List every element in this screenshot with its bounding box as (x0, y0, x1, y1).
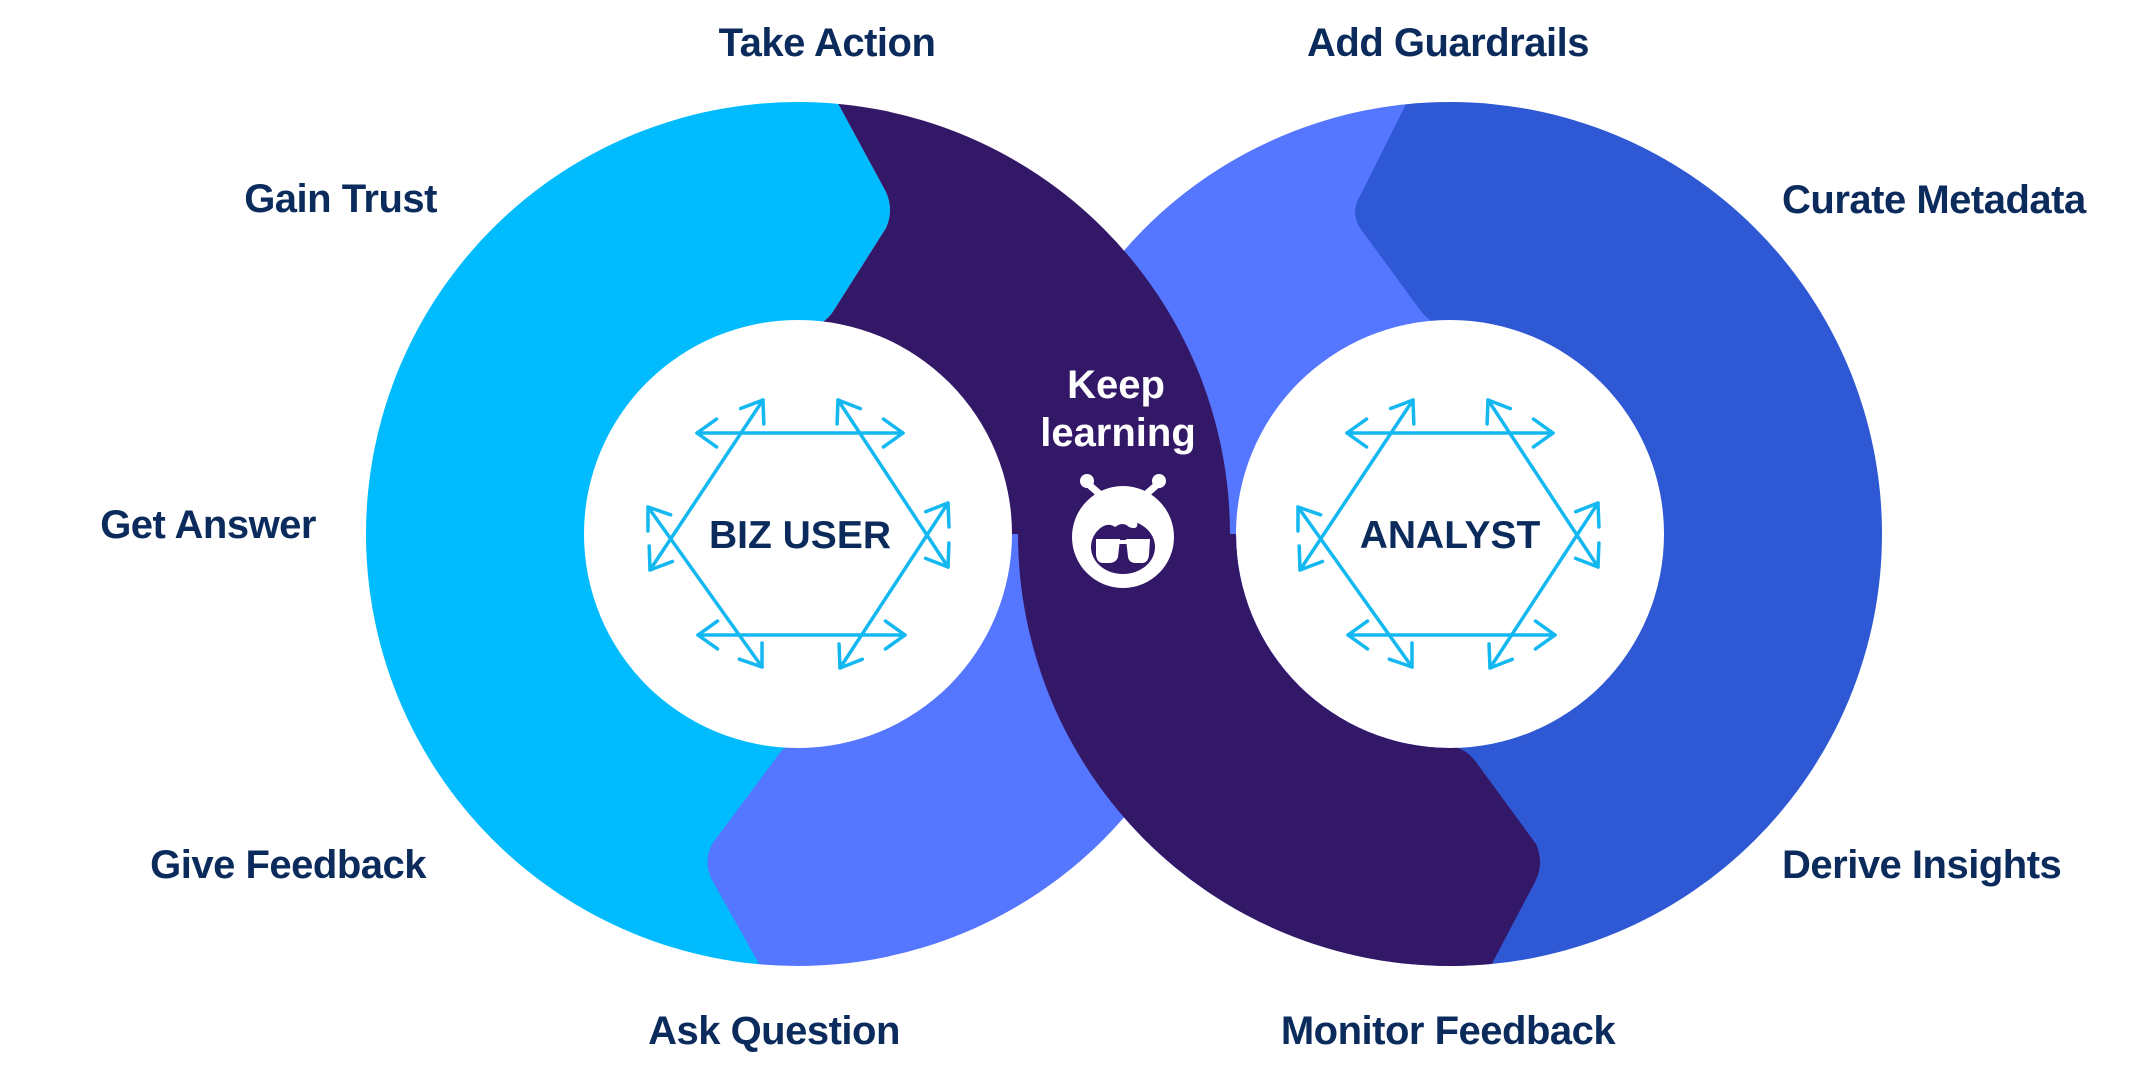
hexagon-arrowhead-icon (1346, 619, 1370, 651)
hexagon-arrow-shaft (838, 501, 950, 670)
hexagon-arrowhead-icon (1345, 417, 1369, 449)
hexagon-arrow-shaft (836, 398, 950, 569)
hexagon-arrowhead-icon (1387, 641, 1414, 669)
hexagon-arrowhead-icon (1297, 544, 1325, 572)
step-curate-metadata: Curate Metadata (1782, 178, 2087, 222)
hexagon-arrowhead-icon (923, 541, 951, 569)
hexagon-arrowhead-icon (1388, 398, 1416, 426)
analyst-label: ANALYST (1360, 514, 1541, 557)
step-monitor-feedback: Monitor Feedback (1281, 1009, 1617, 1053)
analyst-hexagon-arrows-icon (1296, 398, 1601, 670)
step-add-guardrails: Add Guardrails (1307, 21, 1589, 65)
biz-user-hexagon-arrows-icon (646, 398, 951, 670)
hexagon-arrowhead-icon (1531, 417, 1555, 449)
biz-user-label: BIZ USER (709, 514, 891, 557)
hexagon-arrowhead-icon (883, 619, 907, 651)
hexagon-arrow-shaft (1486, 398, 1600, 569)
hexagon-arrow-shaft (646, 505, 764, 669)
hexagon-arrow-shaft (648, 398, 765, 572)
hexagon-arrowhead-icon (1485, 398, 1513, 426)
hexagon-arrowhead-icon (696, 619, 720, 651)
hexagon-arrow-shaft (1298, 398, 1415, 572)
hexagon-arrowhead-icon (646, 505, 673, 533)
step-give-feedback: Give Feedback (150, 843, 427, 887)
hexagon-arrowhead-icon (1296, 505, 1323, 533)
hexagon-arrowhead-icon (1573, 501, 1601, 529)
hexagon-arrow-shaft (1488, 501, 1600, 670)
step-get-answer: Get Answer (100, 503, 316, 547)
hexagon-arrowhead-icon (1533, 619, 1557, 651)
hexagon-arrowhead-icon (738, 398, 766, 426)
robot-mascot-icon (1072, 474, 1174, 588)
step-ask-question: Ask Question (648, 1009, 900, 1053)
hexagon-arrowhead-icon (1573, 541, 1601, 569)
hexagon-arrowhead-icon (923, 501, 951, 529)
step-take-action: Take Action (719, 21, 936, 65)
hexagon-arrowhead-icon (695, 417, 719, 449)
hexagon-arrowhead-icon (1487, 642, 1515, 670)
hexagon-arrow-shaft (1296, 505, 1414, 669)
keep-learning-line2: learning (1040, 411, 1196, 455)
left-ring-purple-segment (800, 60, 1260, 534)
hexagon-arrowhead-icon (835, 398, 863, 426)
step-gain-trust: Gain Trust (244, 177, 437, 221)
hexagon-arrowhead-icon (737, 641, 764, 669)
keep-learning-line1: Keep (1067, 363, 1165, 407)
hexagon-arrowhead-icon (647, 544, 675, 572)
hexagon-arrowhead-icon (881, 417, 905, 449)
left-ring-cyan-chevron (790, 80, 890, 326)
purple-keep-learning-band (800, 60, 1540, 1010)
step-derive-insights: Derive Insights (1782, 843, 2061, 887)
hexagon-arrowhead-icon (837, 642, 865, 670)
